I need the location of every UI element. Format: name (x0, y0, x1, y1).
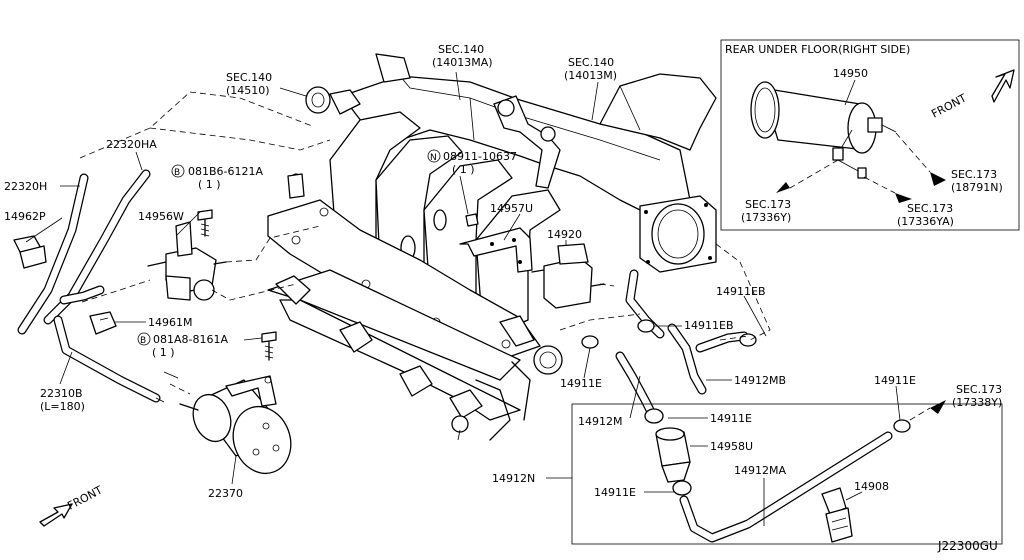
svg-text:B: B (174, 168, 180, 178)
symbol-b-mid: B (137, 332, 151, 346)
label-sec173-17336ya-a: SEC.173 (907, 202, 953, 215)
symbol-b-top: B (171, 164, 185, 178)
label-14911e-d: 14911E (874, 374, 916, 387)
label-sec173-18791n-a: SEC.173 (951, 168, 997, 181)
label-14911eb-a: 14911EB (716, 285, 766, 298)
svg-text:FRONT: FRONT (929, 91, 969, 120)
canister-14950 (750, 81, 897, 179)
label-14911e-b: 14911E (710, 412, 752, 425)
label-22320h: 22320H (4, 180, 47, 193)
label-22370: 22370 (208, 487, 243, 500)
intake-manifold (267, 53, 717, 441)
label-14958u: 14958U (710, 440, 753, 453)
arrow-18791n (930, 172, 946, 186)
inset-panel: REAR UNDER FLOOR(RIGHT SIDE) 14950 SEC.1… (720, 39, 1020, 231)
clip-14961m (89, 311, 117, 335)
dashed-routing (79, 91, 931, 421)
label-22310b-b: (L=180) (40, 400, 85, 413)
label-14911eb-b: 14911EB (684, 319, 734, 332)
vacuum-tank-22370 (179, 375, 292, 475)
clip-14962p (13, 235, 47, 269)
label-081a8-b: ( 1 ) (152, 346, 175, 359)
label-14912mb: 14912MB (734, 374, 786, 387)
label-14911e-a: 14911E (560, 377, 602, 390)
label-sec140-14013m-a: SEC.140 (568, 56, 614, 69)
bolt-081a8 (261, 331, 277, 361)
valve-14958u (655, 427, 691, 483)
svg-text:B: B (140, 336, 146, 346)
label-14912m: 14912M (578, 415, 622, 428)
label-14912n: 14912N (492, 472, 535, 485)
label-sec140-14510-b: (14510) (226, 84, 270, 97)
label-08911-a: 08911-10637 (443, 150, 517, 163)
symbol-n: N (427, 149, 441, 163)
label-sec173-17338y-b: (17338Y) (952, 396, 1002, 409)
label-081b6-b: ( 1 ) (198, 178, 221, 191)
label-sec140-14510-a: SEC.140 (226, 71, 272, 84)
diagram-code: J22300GU (937, 539, 998, 553)
label-sec173-17338y-a: SEC.173 (956, 383, 1002, 396)
solenoid-14956w (147, 209, 227, 301)
clip-14908 (821, 487, 853, 543)
svg-text:FRONT: FRONT (65, 483, 105, 512)
label-08911-b: ( 1 ) (452, 163, 475, 176)
label-14908: 14908 (854, 480, 889, 493)
label-sec173-17336ya-b: (17336YA) (897, 215, 954, 228)
label-14911e-c: 14911E (594, 486, 636, 499)
label-sec140-14013m-b: (14013M) (564, 69, 617, 82)
label-14950: 14950 (833, 67, 868, 80)
label-14961m: 14961M (148, 316, 192, 329)
label-081a8-a: 081A8-8161A (153, 333, 228, 346)
arrow-17336ya (895, 193, 912, 203)
hose-assy-frame (571, 403, 1003, 545)
label-14920: 14920 (547, 228, 582, 241)
label-081b6-a: 081B6-6121A (188, 165, 264, 178)
arrow-17336y (776, 182, 790, 193)
label-14956w: 14956W (138, 210, 184, 223)
label-sec173-17336y-a: SEC.173 (745, 198, 791, 211)
front-arrow-inset: FRONT (929, 69, 1015, 121)
label-sec173-17336y-b: (17336Y) (741, 211, 791, 224)
hoses-right (615, 269, 893, 543)
bracket-14957u (459, 213, 533, 273)
inset-title: REAR UNDER FLOOR(RIGHT SIDE) (725, 43, 910, 56)
arrow-17338y (930, 400, 946, 414)
label-14957u: 14957U (490, 202, 533, 215)
label-22310b-a: 22310B (40, 387, 83, 400)
label-22320ha: 22320HA (106, 138, 157, 151)
label-14912ma: 14912MA (734, 464, 786, 477)
label-14962p: 14962P (4, 210, 46, 223)
svg-text:N: N (430, 153, 437, 163)
leader-lines (25, 71, 901, 526)
inset-frame (720, 39, 1020, 231)
front-arrow-bottom: FRONT (39, 483, 105, 527)
label-sec173-18791n-b: (18791N) (951, 181, 1003, 194)
label-sec140-14013ma-b: (14013MA) (432, 56, 493, 69)
hoses-left (17, 169, 179, 403)
solenoid-14920 (531, 243, 605, 309)
part-labels: SEC.140 (14510) SEC.140 (14013MA) SEC.14… (4, 43, 1002, 500)
label-sec140-14013ma-a: SEC.140 (438, 43, 484, 56)
